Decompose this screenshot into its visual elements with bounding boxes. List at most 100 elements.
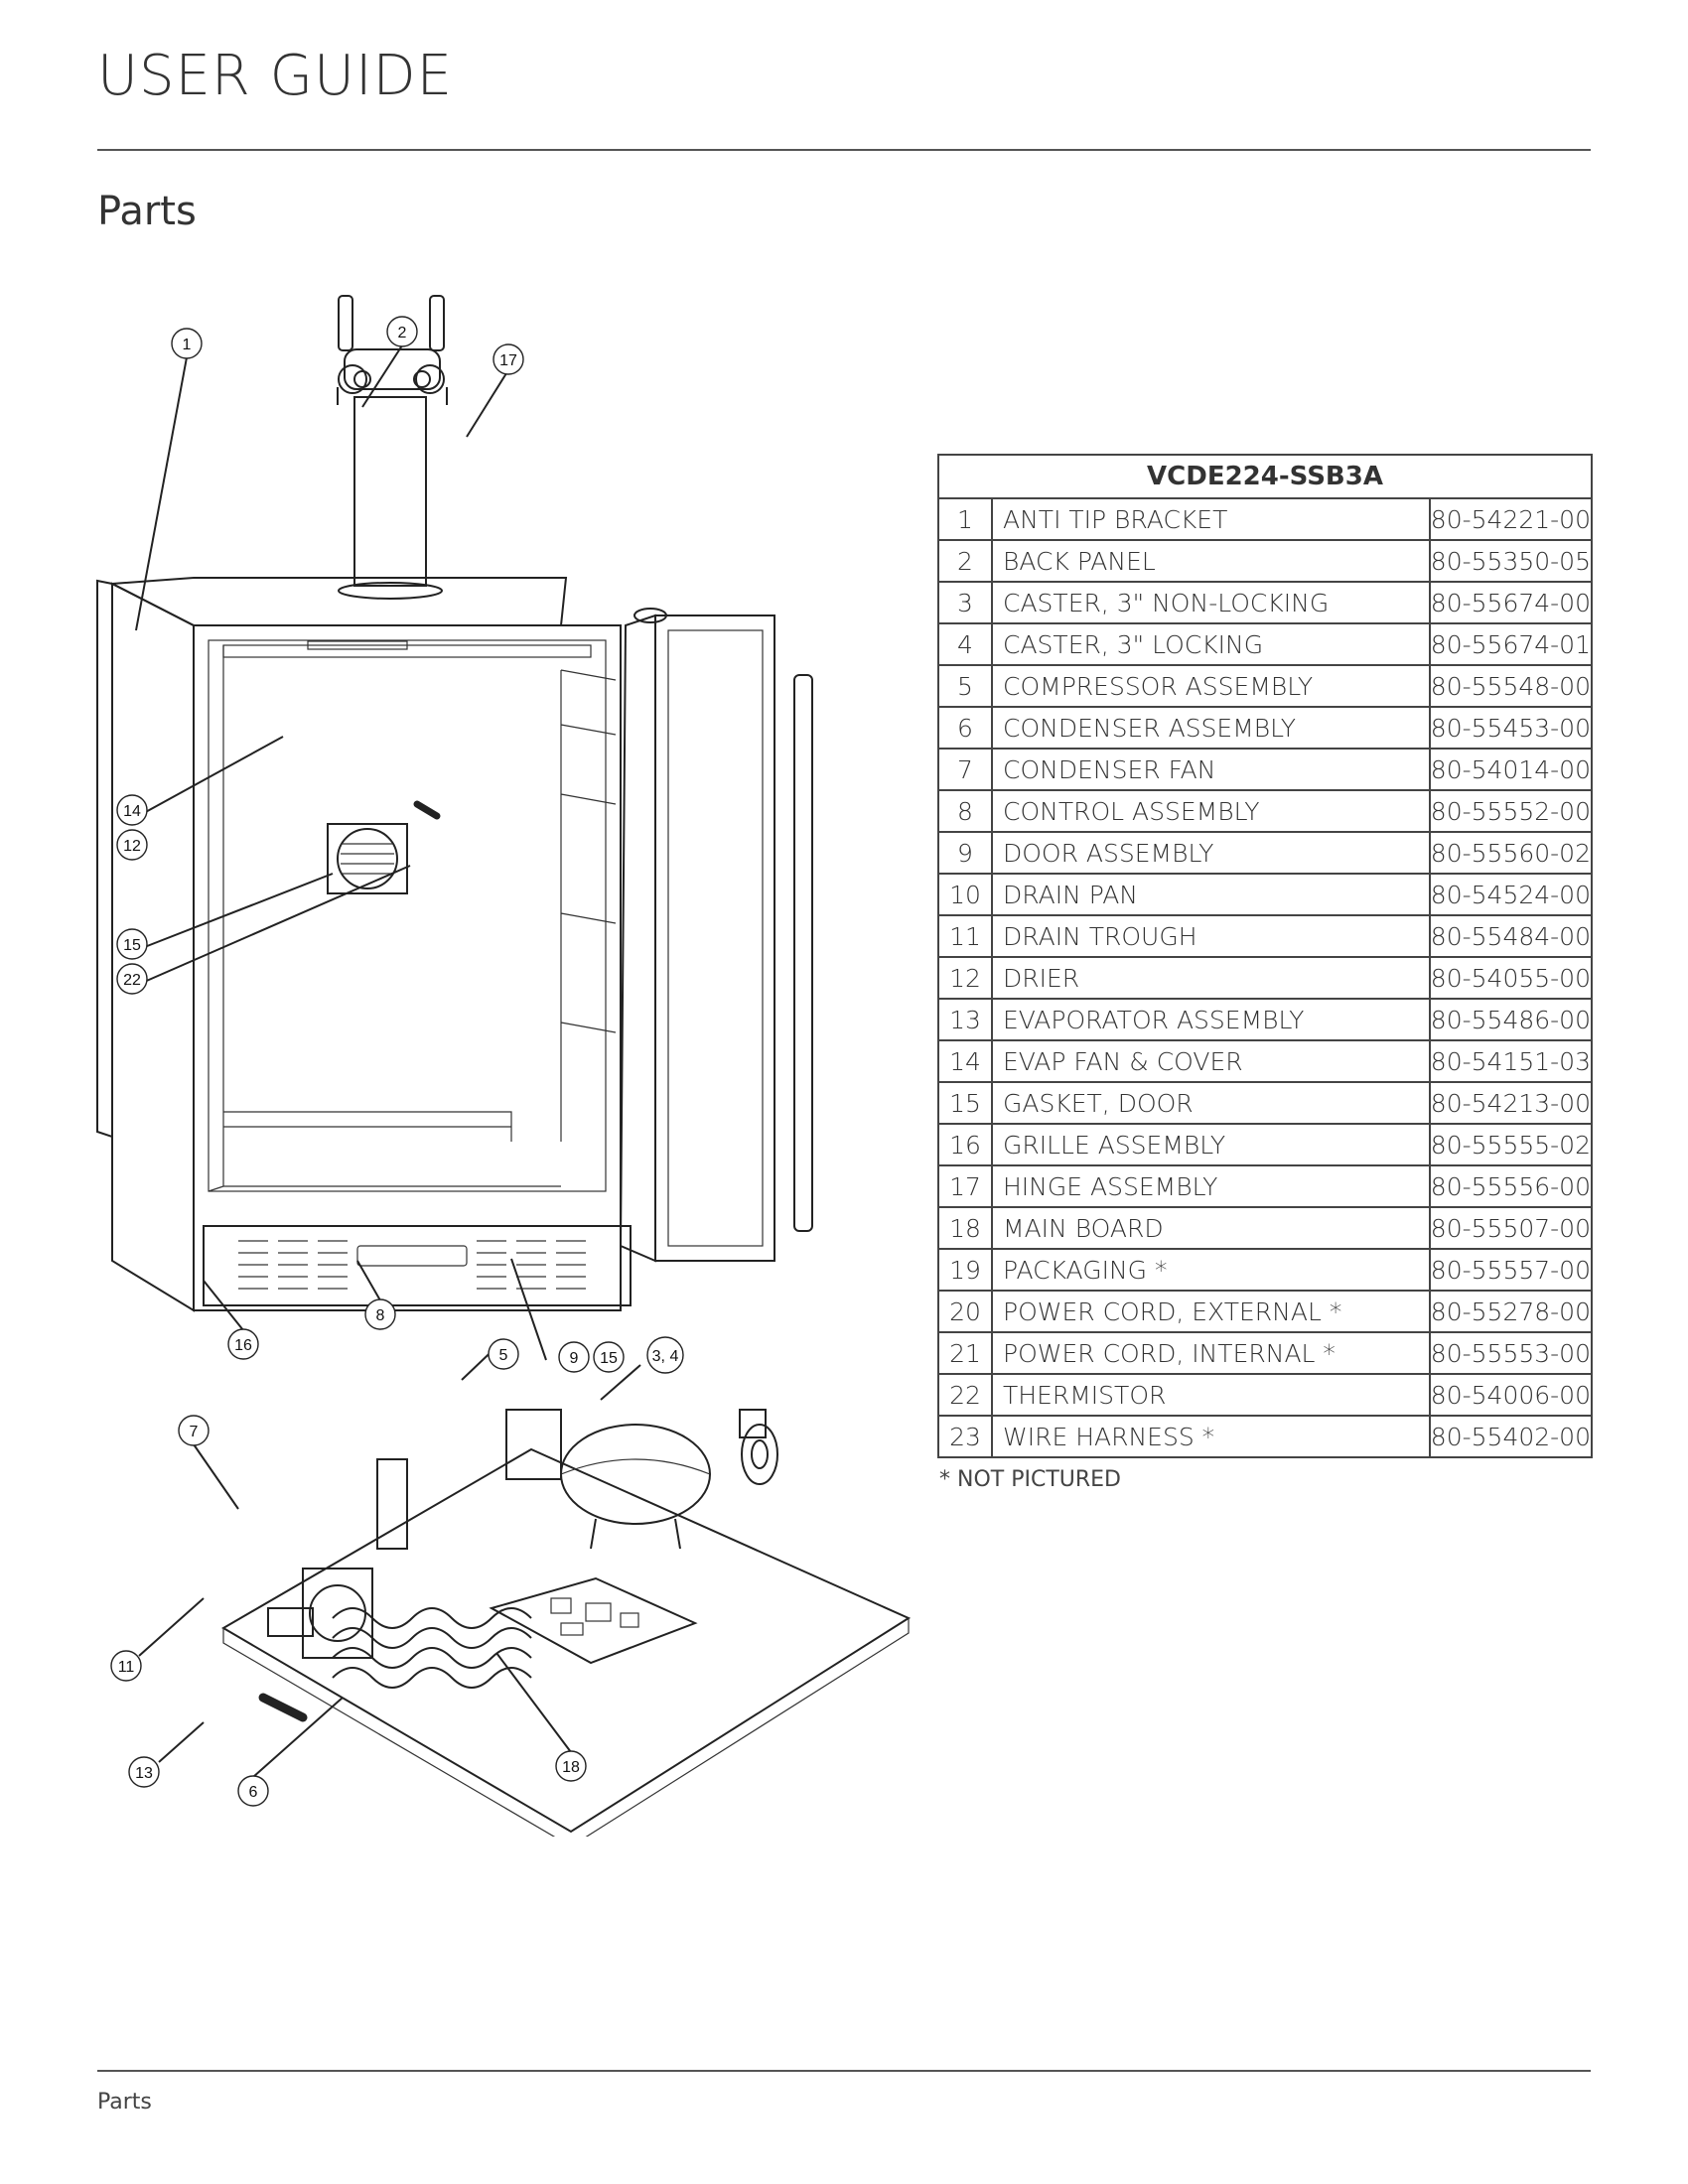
part-id: 80-54151-03 (1428, 1039, 1594, 1083)
callout-9: 9 (558, 1341, 590, 1373)
callout-12: 12 (116, 829, 148, 861)
part-number-index: 8 (937, 789, 993, 833)
part-id: 80-55557-00 (1428, 1248, 1594, 1292)
part-number-index: 23 (937, 1415, 993, 1458)
svg-text:5: 5 (499, 1347, 508, 1364)
part-id: 80-55486-00 (1428, 998, 1594, 1041)
part-name: DRAIN PAN (991, 873, 1431, 916)
part-name: GASKET, DOOR (991, 1081, 1431, 1125)
part-id: 80-55484-00 (1428, 914, 1594, 958)
part-name: BACK PANEL (991, 539, 1431, 583)
part-number-index: 12 (937, 956, 993, 1000)
svg-text:11: 11 (118, 1659, 135, 1676)
svg-text:6: 6 (249, 1784, 258, 1801)
part-id: 80-54213-00 (1428, 1081, 1594, 1125)
callout-8: 8 (364, 1298, 396, 1330)
part-id: 80-55674-00 (1428, 581, 1594, 624)
part-name: CASTER, 3" LOCKING (991, 622, 1431, 666)
callout-16: 16 (227, 1328, 259, 1360)
section-title: Parts (97, 189, 197, 234)
svg-text:2: 2 (398, 325, 407, 341)
part-number-index: 20 (937, 1290, 993, 1333)
callout-3-4: 3, 4 (646, 1336, 684, 1374)
header-divider (97, 149, 1591, 151)
beer-tower-illustration (337, 295, 448, 600)
part-number-index: 21 (937, 1331, 993, 1375)
svg-text:13: 13 (135, 1765, 153, 1782)
part-number-index: 15 (937, 1081, 993, 1125)
part-name: GRILLE ASSEMBLY (991, 1123, 1431, 1166)
part-number-index: 22 (937, 1373, 993, 1417)
part-id: 80-55350-05 (1428, 539, 1594, 583)
callout-11: 11 (110, 1650, 142, 1682)
part-id: 80-54524-00 (1428, 873, 1594, 916)
part-number-index: 10 (937, 873, 993, 916)
parts-diagram: 1 2 17 14 12 15 22 16 8 5 9 15 3, 4 7 11… (96, 295, 912, 1837)
part-name: HINGE ASSEMBLY (991, 1164, 1431, 1208)
svg-text:22: 22 (123, 972, 141, 989)
part-id: 80-55555-02 (1428, 1123, 1594, 1166)
callout-5: 5 (488, 1338, 519, 1370)
part-number-index: 4 (937, 622, 993, 666)
part-id: 80-55560-02 (1428, 831, 1594, 875)
callout-1: 1 (171, 328, 203, 359)
svg-text:14: 14 (123, 803, 141, 820)
part-number-index: 19 (937, 1248, 993, 1292)
part-id: 80-55453-00 (1428, 706, 1594, 750)
table-title: VCDE224-SSB3A (937, 454, 1593, 499)
callout-13: 13 (128, 1756, 160, 1788)
svg-text:15: 15 (123, 937, 141, 954)
callout-18: 18 (555, 1750, 587, 1782)
callout-17: 17 (492, 343, 524, 375)
part-name: DOOR ASSEMBLY (991, 831, 1431, 875)
footer-divider (97, 2070, 1591, 2072)
part-name: DRAIN TROUGH (991, 914, 1431, 958)
part-number-index: 11 (937, 914, 993, 958)
caster-illustration (739, 1409, 778, 1485)
part-number-index: 1 (937, 497, 993, 541)
part-number-index: 17 (937, 1164, 993, 1208)
callout-7: 7 (178, 1415, 210, 1446)
part-name: CONTROL ASSEMBLY (991, 789, 1431, 833)
part-number-index: 9 (937, 831, 993, 875)
part-id: 80-54055-00 (1428, 956, 1594, 1000)
part-number-index: 13 (937, 998, 993, 1041)
table-header-row: VCDE224-SSB3A (937, 454, 1593, 499)
part-id: 80-55402-00 (1428, 1415, 1594, 1458)
svg-text:3, 4: 3, 4 (652, 1348, 679, 1365)
part-number-index: 3 (937, 581, 993, 624)
part-id: 80-55553-00 (1428, 1331, 1594, 1375)
part-number-index: 2 (937, 539, 993, 583)
part-name: POWER CORD, INTERNAL * (991, 1331, 1431, 1375)
part-number-index: 7 (937, 748, 993, 791)
part-number-index: 14 (937, 1039, 993, 1083)
svg-text:18: 18 (562, 1759, 580, 1776)
part-id: 80-55507-00 (1428, 1206, 1594, 1250)
cabinet-illustration (96, 577, 813, 1312)
footer-label: Parts (97, 2090, 152, 2115)
base-pan-illustration (221, 1409, 912, 1837)
callout-2: 2 (386, 316, 418, 347)
part-name: DRIER (991, 956, 1431, 1000)
part-name: PACKAGING * (991, 1248, 1431, 1292)
svg-text:7: 7 (190, 1424, 199, 1440)
svg-text:17: 17 (499, 352, 517, 369)
